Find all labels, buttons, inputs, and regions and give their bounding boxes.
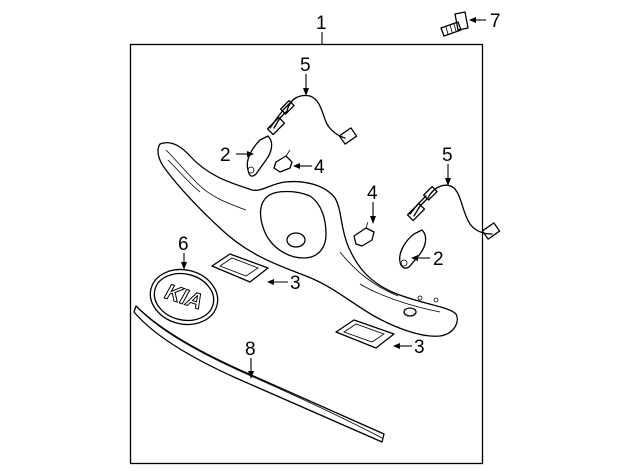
emblem-part-6: KIA — [149, 253, 219, 326]
assembly-frame — [129, 43, 484, 465]
callout-1-label: 1 — [316, 13, 327, 34]
callout-3a: 3 — [290, 273, 301, 294]
callout-2b: 2 — [433, 249, 444, 270]
tailgate-garnish-part-1 — [157, 141, 458, 337]
callout-1: 1 — [316, 13, 327, 44]
lamp-socket-right-part-2 — [399, 229, 430, 269]
callout-5a: 5 — [300, 55, 311, 76]
callout-8: 8 — [245, 339, 256, 360]
callout-8-label: 8 — [245, 339, 256, 360]
clip-left-part-4 — [273, 149, 312, 173]
clip-right-part-4 — [353, 202, 376, 247]
callout-5a-label: 5 — [300, 55, 311, 76]
callout-4b: 4 — [367, 183, 378, 204]
callout-2a-label: 2 — [220, 145, 231, 166]
callout-7: 7 — [490, 11, 501, 32]
callout-7-label: 7 — [490, 11, 501, 32]
callout-6-label: 6 — [178, 234, 189, 255]
callout-4a-label: 4 — [314, 157, 325, 178]
license-lamp-upper-part-3 — [211, 253, 288, 285]
lamp-socket-left-part-2 — [236, 135, 273, 177]
callout-3b-label: 3 — [414, 337, 425, 358]
callout-5b: 5 — [442, 145, 453, 166]
callout-5b-label: 5 — [442, 145, 453, 166]
callout-3b: 3 — [414, 337, 425, 358]
molding-strip-part-8 — [133, 305, 385, 443]
callout-6: 6 — [178, 234, 189, 255]
emblem-logo-text: KIA — [162, 279, 206, 314]
callout-2a: 2 — [220, 145, 231, 166]
wiring-harness-right-part-5 — [406, 164, 501, 240]
bolt-part-7 — [440, 11, 486, 37]
callout-4a: 4 — [314, 157, 325, 178]
callout-3a-label: 3 — [290, 273, 301, 294]
license-lamp-lower-part-3 — [335, 319, 412, 349]
callout-4b-label: 4 — [367, 183, 378, 204]
wiring-harness-upper-part-5 — [266, 74, 358, 145]
callout-2b-label: 2 — [433, 249, 444, 270]
